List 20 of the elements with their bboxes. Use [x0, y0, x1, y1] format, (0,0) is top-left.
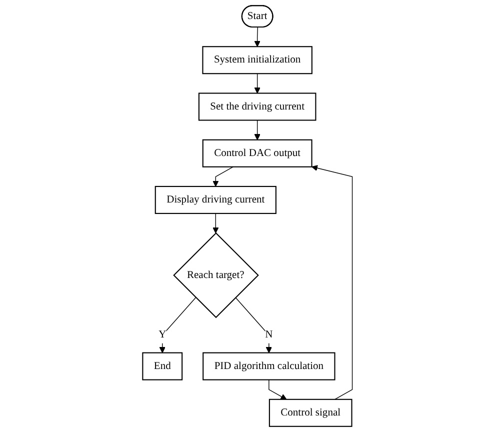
process-box: Control signal: [268, 398, 352, 427]
arrow: [268, 379, 287, 400]
decision-diamond: Reach target?: [173, 232, 259, 318]
arrow: [254, 73, 260, 94]
edge-label: Y: [158, 327, 166, 343]
process-box: Display driving current: [154, 186, 276, 214]
arrow: [235, 297, 272, 354]
start-terminal: Start: [241, 5, 274, 28]
process-box: System initialization: [202, 46, 312, 74]
arrow: [212, 166, 234, 187]
process-box: Control DAC output: [202, 139, 312, 168]
arrow: [254, 120, 260, 140]
process-box: PID algorithm calculation: [202, 352, 336, 380]
edge-label: N: [265, 327, 273, 343]
arrow: [312, 165, 353, 400]
process-box: End: [142, 352, 183, 380]
process-box: Set the driving current: [198, 92, 316, 121]
arrow: [254, 27, 260, 47]
arrow: [159, 297, 196, 354]
arrow: [212, 213, 219, 234]
